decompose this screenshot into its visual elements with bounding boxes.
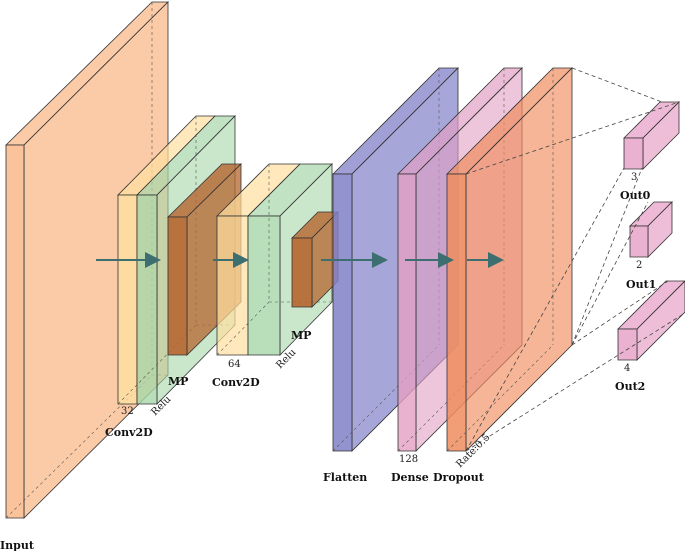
out1-units: 2 bbox=[636, 260, 642, 271]
out2-block bbox=[617, 280, 685, 361]
conv1-label: Conv2D bbox=[105, 426, 153, 439]
out2-units: 4 bbox=[624, 363, 630, 374]
out1-block bbox=[629, 201, 673, 258]
output-connectors bbox=[465, 67, 685, 452]
out1-label: Out1 bbox=[626, 278, 656, 291]
mp1-label: MP bbox=[168, 375, 188, 388]
flatten-label: Flatten bbox=[323, 471, 367, 484]
dense-units: 128 bbox=[399, 454, 418, 465]
conv2-filters: 64 bbox=[228, 359, 241, 370]
out0-units: 3 bbox=[631, 172, 637, 183]
out0-label: Out0 bbox=[620, 189, 651, 202]
dense-label: Dense bbox=[391, 471, 429, 484]
conv1-filters: 32 bbox=[121, 406, 134, 417]
input-label: Input bbox=[0, 539, 35, 551]
dropout-label: Dropout bbox=[433, 471, 485, 484]
mp2-label: MP bbox=[291, 329, 311, 342]
out0-block bbox=[623, 101, 680, 170]
conv2-label: Conv2D bbox=[212, 376, 260, 389]
out2-label: Out2 bbox=[615, 380, 645, 393]
